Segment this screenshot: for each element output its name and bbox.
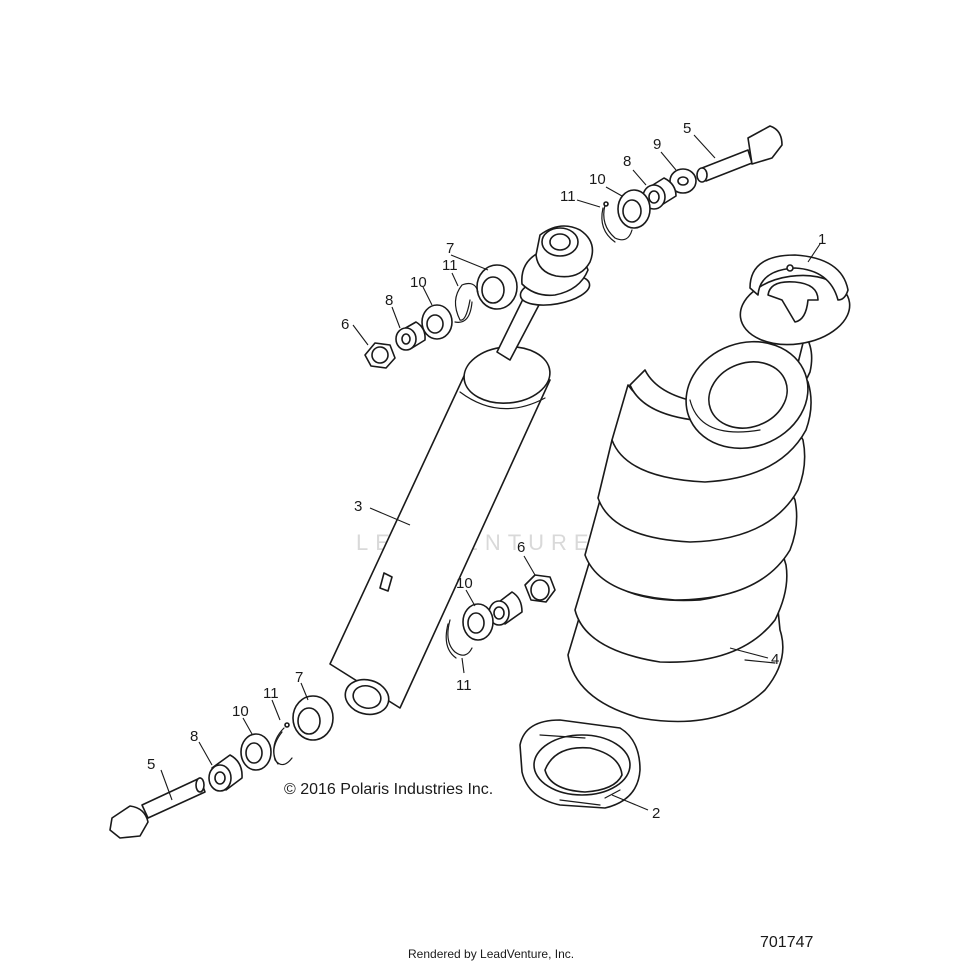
- callout-1: 1: [818, 231, 826, 248]
- callout-5-top: 5: [683, 120, 691, 137]
- upper-seal-right[interactable]: [617, 189, 651, 229]
- upper-seal-left[interactable]: [421, 304, 453, 340]
- drawing-number: 701747: [760, 934, 813, 951]
- coil-spring[interactable]: [567, 325, 823, 723]
- lower-bolt[interactable]: [109, 777, 206, 839]
- callout-10-mid: 10: [410, 274, 427, 291]
- upper-snap-ring-right[interactable]: [601, 201, 633, 243]
- shock-rod-upper-eye[interactable]: [496, 225, 594, 361]
- callout-11-low: 11: [456, 677, 472, 694]
- callout-5-bottom: 5: [147, 756, 155, 773]
- upper-bushing-left[interactable]: [395, 321, 426, 351]
- upper-snap-ring-left[interactable]: [454, 282, 479, 323]
- callout-7-top: 7: [446, 240, 454, 257]
- callout-4: 4: [771, 651, 779, 668]
- callout-11-bottom: 11: [263, 685, 279, 702]
- lower-snap-ring-left[interactable]: [273, 722, 293, 766]
- lower-snap-ring-right[interactable]: [445, 619, 473, 659]
- callout-9: 9: [653, 136, 661, 153]
- callout-6-bottom: 6: [517, 539, 525, 556]
- callout-11-mid: 11: [442, 257, 458, 274]
- callout-6-top: 6: [341, 316, 349, 333]
- upper-bearing[interactable]: [476, 264, 518, 310]
- callout-7-bottom: 7: [295, 669, 303, 686]
- shock-absorber-body[interactable]: [329, 343, 552, 719]
- upper-washer[interactable]: [669, 168, 697, 194]
- lower-seal-right[interactable]: [462, 603, 494, 641]
- callout-2: 2: [652, 805, 660, 822]
- callout-10-low: 10: [456, 575, 473, 592]
- callouts: 1 2 3 4 5 5 6 6 7 7 8 8 8 9 10 10 10 10 …: [147, 120, 826, 822]
- callout-8-bottom: 8: [190, 728, 198, 745]
- lower-bearing[interactable]: [292, 695, 334, 741]
- callout-11-top: 11: [560, 188, 576, 205]
- callout-3: 3: [354, 498, 362, 515]
- upper-spring-retainer[interactable]: [736, 254, 854, 351]
- callout-10-bottom: 10: [232, 703, 249, 720]
- lower-spring-retainer[interactable]: [519, 719, 641, 809]
- callout-10-top: 10: [589, 171, 606, 188]
- lower-bushing-right[interactable]: [488, 591, 523, 626]
- rendered-by-footer: Rendered by LeadVenture, Inc.: [408, 947, 574, 961]
- lower-bushing-left[interactable]: [208, 754, 243, 792]
- lower-nut[interactable]: [524, 574, 556, 603]
- callout-8-mid: 8: [385, 292, 393, 309]
- copyright-notice: © 2016 Polaris Industries Inc.: [284, 781, 493, 798]
- leader-lines: [160, 134, 821, 811]
- lower-seal-left[interactable]: [240, 733, 272, 771]
- upper-bolt[interactable]: [696, 125, 783, 183]
- upper-nut[interactable]: [364, 342, 396, 369]
- callout-8-top: 8: [623, 153, 631, 170]
